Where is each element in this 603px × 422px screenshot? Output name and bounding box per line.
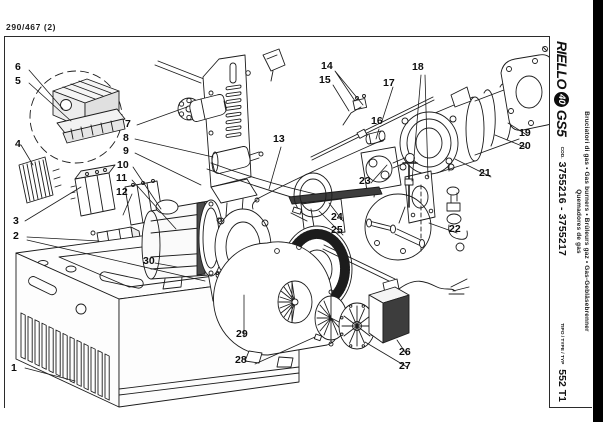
brand-logo: RIELLO bbox=[554, 41, 570, 89]
part-label-18: 18 bbox=[412, 61, 424, 73]
part-label-15: 15 bbox=[319, 74, 331, 86]
part-label-28: 28 bbox=[235, 354, 247, 366]
part-label-29: 29 bbox=[236, 328, 248, 340]
part-label-22: 22 bbox=[449, 223, 461, 235]
code-value: 3755216 - 3755217 bbox=[556, 161, 568, 257]
part-label-3: 3 bbox=[13, 215, 19, 227]
type-label: TIPO / TYPE / TYP bbox=[559, 323, 565, 365]
part-label-24: 24 bbox=[331, 211, 343, 223]
product-lines: Bruciatori di gas • Gas burners • Brûleu… bbox=[583, 111, 590, 332]
part-label-4: 4 bbox=[15, 138, 21, 150]
part-label-27: 27 bbox=[399, 360, 411, 372]
part-label-7: 7 bbox=[125, 118, 131, 130]
product-lines-2: Quemadores de gas bbox=[575, 189, 582, 254]
doc-number: 290/467 (2) bbox=[6, 22, 57, 32]
page-edge-strip bbox=[593, 0, 603, 422]
part-label-12: 12 bbox=[116, 186, 128, 198]
model-name: GS5 bbox=[554, 109, 570, 137]
part-label-9: 9 bbox=[123, 145, 129, 157]
part-label-19: 19 bbox=[519, 127, 531, 139]
leader-lines bbox=[20, 69, 528, 382]
part-label-20: 20 bbox=[519, 140, 531, 152]
part-label-11: 11 bbox=[116, 172, 128, 184]
part-label-21: 21 bbox=[479, 167, 491, 179]
exploded-diagram bbox=[15, 46, 549, 408]
part-label-1: 1 bbox=[11, 362, 17, 374]
part-label-14: 14 bbox=[321, 60, 333, 72]
part-label-17: 17 bbox=[383, 77, 395, 89]
part-label-16: 16 bbox=[371, 115, 383, 127]
part-label-6: 6 bbox=[15, 61, 21, 73]
code-label: COD. bbox=[559, 146, 565, 159]
side-panel: Bruciatori di gas • Gas burners • Brûleu… bbox=[549, 36, 592, 408]
part-label-13: 13 bbox=[273, 133, 285, 145]
part-label-10: 10 bbox=[117, 159, 129, 171]
part-label-30: 30 bbox=[143, 255, 155, 267]
type-value: 552 T1 bbox=[556, 369, 568, 402]
part-label-23: 23 bbox=[359, 175, 371, 187]
part-label-2: 2 bbox=[13, 230, 19, 242]
brand-series-badge: 40 bbox=[554, 91, 570, 107]
part-label-26: 26 bbox=[399, 346, 411, 358]
part-label-5: 5 bbox=[15, 75, 21, 87]
part-label-8: 8 bbox=[123, 132, 129, 144]
brand-row: RIELLO 40 GS5 COD. 3755216 - 3755217 TIP… bbox=[549, 36, 575, 407]
part-label-25: 25 bbox=[331, 224, 343, 236]
